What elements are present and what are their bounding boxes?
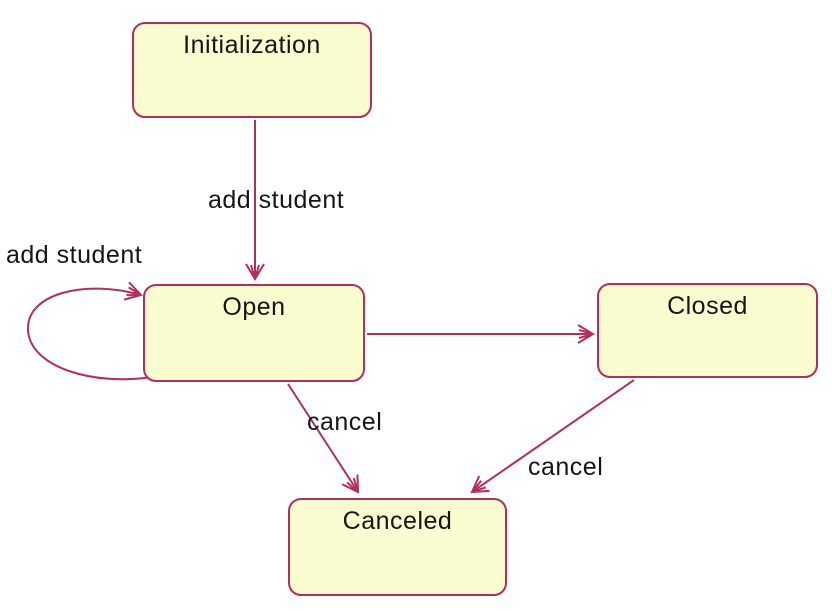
state-label: Open <box>222 293 286 321</box>
transition-label-add-student: add student <box>208 186 345 214</box>
transition-open-to-canceled-arrow <box>287 383 360 494</box>
transition-closed-to-canceled-arrow <box>470 379 635 494</box>
state-initialization: Initialization <box>132 22 372 118</box>
transition-open-self-loop-arrow <box>26 281 153 381</box>
transition-label-add-student-self-loop: add student <box>6 241 143 269</box>
state-open: Open <box>143 284 365 382</box>
state-closed: Closed <box>597 283 818 378</box>
transition-label-cancel-closed-to-canceled: cancel <box>528 453 604 481</box>
state-canceled: Canceled <box>288 498 507 596</box>
state-label: Initialization <box>183 31 321 59</box>
state-label: Closed <box>667 292 748 320</box>
transition-label-cancel-open-to-canceled: cancel <box>307 408 383 436</box>
state-label: Canceled <box>342 507 453 535</box>
